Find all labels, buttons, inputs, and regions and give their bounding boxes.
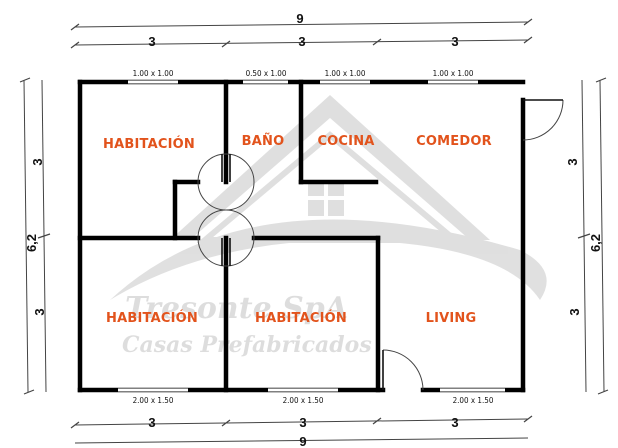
watermark-subtitle: Casas Prefabricados	[122, 332, 372, 358]
dim-bottom-seg-2: 3	[299, 415, 306, 430]
dim-right-seg-2: 3	[567, 308, 582, 315]
dim-right-seg-1: 3	[565, 158, 580, 165]
dim-bottom-seg-3: 3	[451, 415, 458, 430]
bottom-dimensions	[70, 415, 533, 444]
door-bano-cocina	[197, 181, 255, 211]
watermark-logo	[110, 95, 547, 300]
dim-total-bottom: 9	[299, 434, 306, 448]
room-label-habitacion-top: HABITACIÓN	[103, 136, 195, 152]
room-label-living: LIVING	[426, 311, 477, 326]
room-label-comedor: COMEDOR	[416, 134, 492, 149]
window-label-top-4: 1.00 x 1.00	[433, 69, 474, 78]
window-label-bottom-2: 2.00 x 1.50	[283, 396, 324, 405]
room-label-bano: BAÑO	[242, 133, 285, 149]
window-label-top-2: 0.50 x 1.00	[246, 69, 287, 78]
top-dimensions	[70, 18, 533, 49]
door-habitaciones-lower	[197, 209, 255, 267]
dim-total-right: 6,2	[588, 234, 603, 252]
dim-top-seg-3: 3	[451, 34, 458, 49]
window-label-top-3: 1.00 x 1.00	[325, 69, 366, 78]
dim-left-seg-2: 3	[32, 308, 47, 315]
door-entrance-bottom	[382, 349, 424, 391]
dim-total-left: 6,2	[24, 234, 39, 252]
watermark-title: Tresonte SpA	[125, 291, 348, 326]
dim-left-seg-1: 3	[30, 158, 45, 165]
window-openings	[118, 80, 505, 392]
window-label-bottom-3: 2.00 x 1.50	[453, 396, 494, 405]
door-bano-habitacion	[197, 153, 255, 183]
dim-total-top: 9	[296, 11, 303, 26]
window-label-top-1: 1.00 x 1.00	[133, 69, 174, 78]
dim-bottom-seg-1: 3	[148, 415, 155, 430]
right-dimensions	[577, 77, 609, 395]
left-dimensions	[19, 77, 51, 395]
room-label-cocina: COCINA	[317, 134, 374, 149]
window-label-bottom-1: 2.00 x 1.50	[133, 396, 174, 405]
room-label-habitacion-mid: HABITACIÓN	[255, 310, 347, 326]
room-label-habitacion-left: HABITACIÓN	[106, 310, 198, 326]
dim-top-seg-2: 3	[298, 34, 305, 49]
door-entrance-top-right	[522, 99, 564, 141]
dim-top-seg-1: 3	[148, 34, 155, 49]
